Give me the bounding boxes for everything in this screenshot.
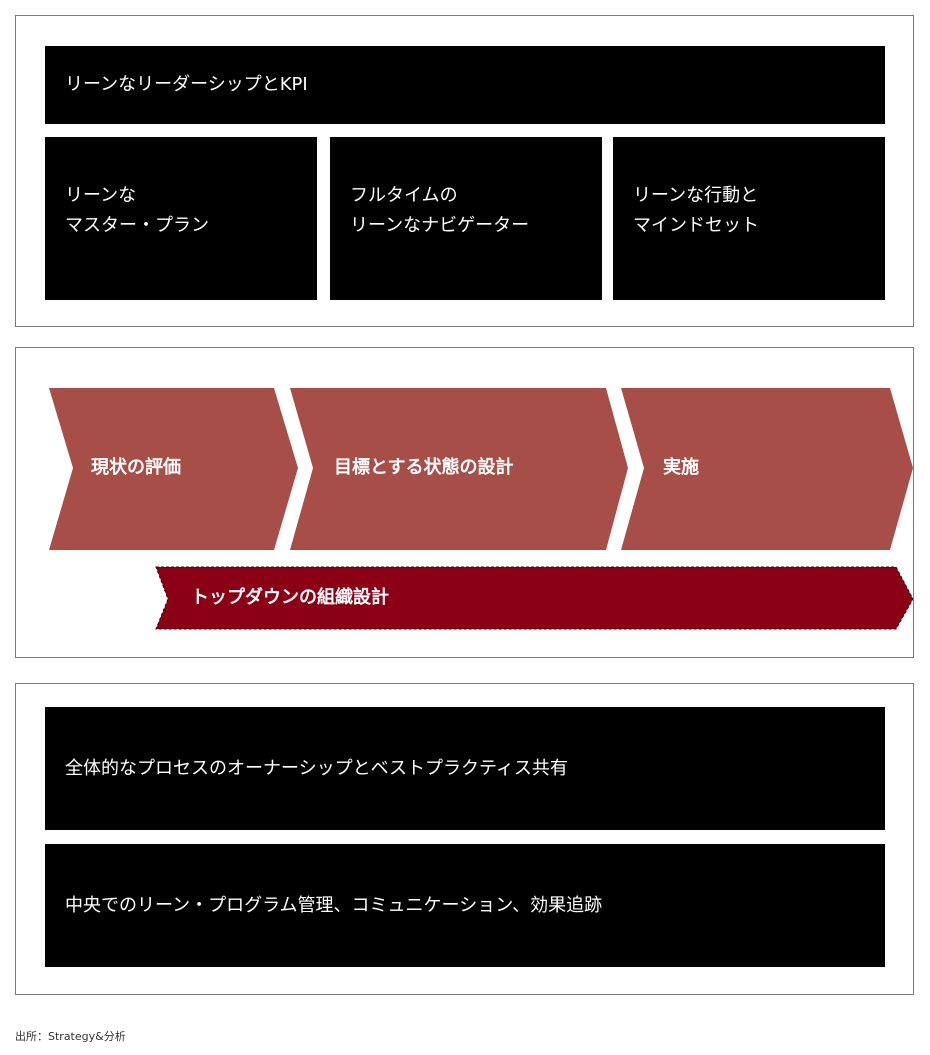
pillar-navigator: フルタイムの リーンなナビゲーター bbox=[330, 137, 602, 300]
step-label-design: 目標とする状態の設計 bbox=[334, 457, 514, 478]
chevron-implement bbox=[621, 388, 913, 550]
source-note: 出所：Strategy&分析 bbox=[15, 1030, 126, 1043]
chevron-design-target bbox=[290, 388, 628, 550]
leadership-panel: リーンなリーダーシップとKPI リーンな マスター・プラン フルタイムの リーン… bbox=[15, 15, 914, 327]
pillar-master-plan: リーンな マスター・プラン bbox=[45, 137, 317, 300]
program-management-box: 中央でのリーン・プログラム管理、コミュニケーション、効果追跡 bbox=[45, 844, 885, 967]
pillar-label-line2: マスター・プラン bbox=[65, 215, 209, 236]
topdown-arrow bbox=[155, 566, 913, 630]
step-label-assess: 現状の評価 bbox=[91, 457, 181, 478]
leadership-header-text: リーンなリーダーシップとKPI bbox=[65, 74, 308, 95]
program-management-text: 中央でのリーン・プログラム管理、コミュニケーション、効果追跡 bbox=[65, 894, 603, 916]
governance-panel: 全体的なプロセスのオーナーシップとベストプラクティス共有 中央でのリーン・プログ… bbox=[15, 683, 914, 995]
ownership-box: 全体的なプロセスのオーナーシップとベストプラクティス共有 bbox=[45, 707, 885, 830]
pillar-label-line1: リーンな bbox=[65, 185, 137, 206]
pillar-label-line1: フルタイムの bbox=[350, 185, 458, 206]
pillar-label-line2: リーンなナビゲーター bbox=[350, 215, 530, 236]
ownership-text: 全体的なプロセスのオーナーシップとベストプラクティス共有 bbox=[65, 757, 568, 779]
pillar-label-line1: リーンな行動と bbox=[633, 185, 759, 206]
chevron-assess-current bbox=[49, 388, 298, 550]
topdown-label: トップダウンの組織設計 bbox=[191, 587, 389, 608]
pillar-label-line2: マインドセット bbox=[633, 215, 759, 236]
pillar-mindset: リーンな行動と マインドセット bbox=[613, 137, 885, 300]
step-label-implement: 実施 bbox=[663, 457, 699, 478]
process-chevrons bbox=[49, 388, 913, 630]
process-panel: 現状の評価 目標とする状態の設計 実施 トップダウンの組織設計 bbox=[15, 347, 914, 658]
leadership-header-box: リーンなリーダーシップとKPI bbox=[45, 46, 885, 124]
